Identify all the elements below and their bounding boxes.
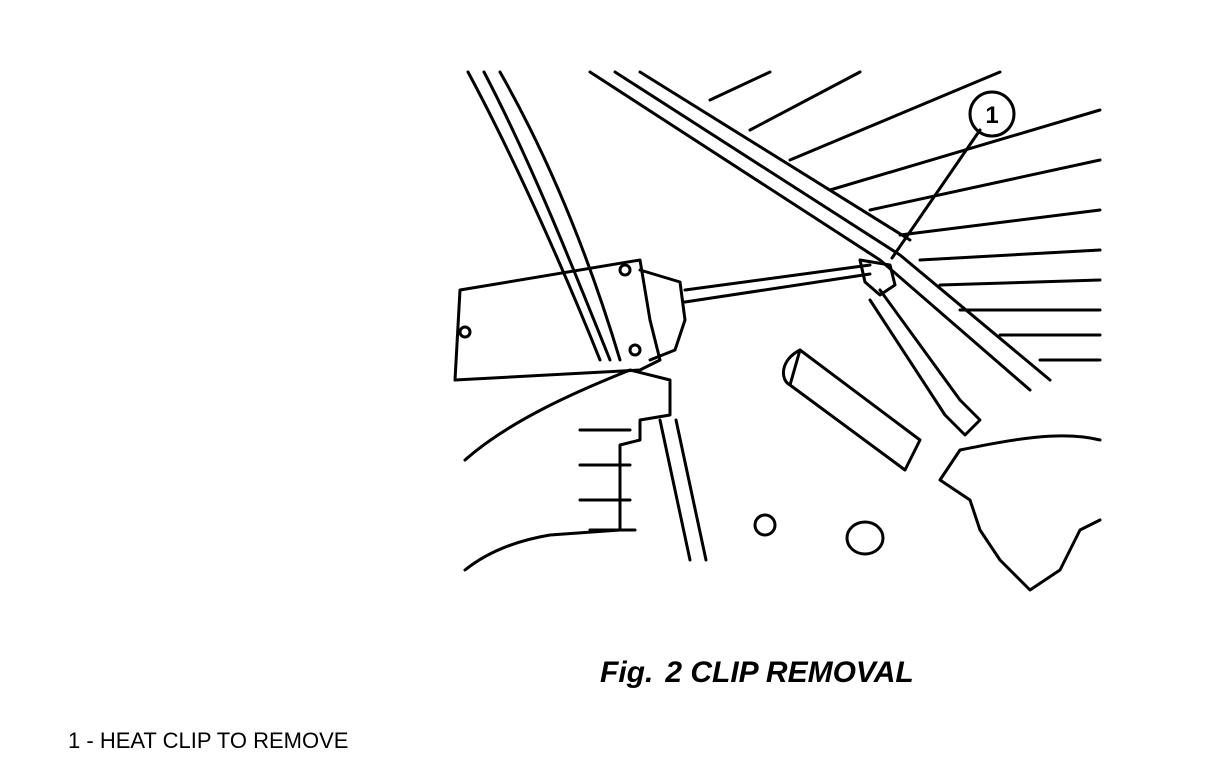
cylinder-part bbox=[781, 348, 922, 472]
callout-leader bbox=[890, 128, 982, 260]
floor-lines bbox=[658, 418, 708, 562]
screw-icon bbox=[628, 343, 642, 357]
glass-edge bbox=[588, 70, 1052, 392]
right-hand bbox=[938, 434, 1102, 592]
screw-icon bbox=[458, 325, 472, 339]
figure-label: Fig. bbox=[600, 656, 654, 689]
callout-circle bbox=[968, 90, 1016, 138]
figure-caption: Fig. 2 CLIP REMOVAL bbox=[600, 656, 914, 690]
heat-gun-nozzle-base bbox=[638, 268, 687, 362]
figure-title: CLIP REMOVAL bbox=[690, 656, 914, 689]
legend-item-separator: - bbox=[86, 728, 94, 753]
bolt-icon bbox=[753, 513, 777, 537]
callout-number: 1 bbox=[985, 102, 998, 129]
heat-gun-nozzle bbox=[683, 263, 872, 304]
left-fingers bbox=[578, 428, 637, 532]
background-lines bbox=[708, 70, 1102, 362]
hole-icon bbox=[845, 520, 885, 556]
legend: 1 - HEAT CLIP TO REMOVE bbox=[68, 728, 348, 754]
figure-number: 2 bbox=[665, 656, 683, 689]
screw-icon bbox=[618, 263, 632, 277]
pillar-lines bbox=[466, 70, 622, 362]
clip-removal-illustration: 1 bbox=[440, 60, 1120, 620]
line-drawing: 1 bbox=[453, 70, 1102, 592]
heat-clip bbox=[858, 258, 897, 297]
heat-gun-body bbox=[453, 258, 662, 382]
legend-item-text: HEAT CLIP TO REMOVE bbox=[99, 728, 349, 753]
pry-tool bbox=[868, 288, 982, 437]
legend-item-number: 1 bbox=[68, 728, 81, 753]
left-hand bbox=[463, 368, 672, 572]
